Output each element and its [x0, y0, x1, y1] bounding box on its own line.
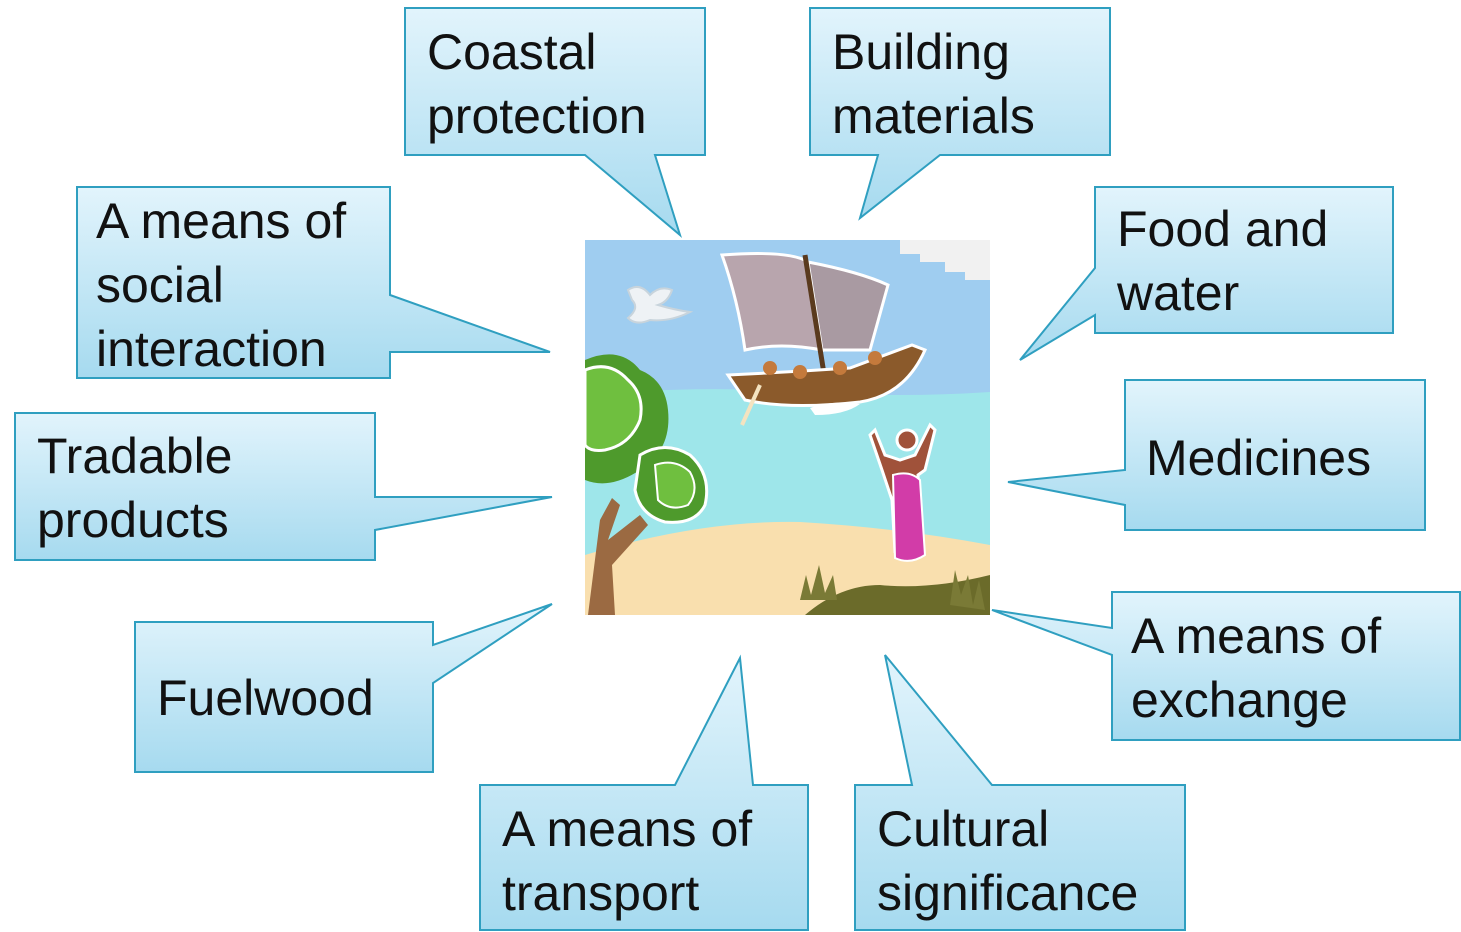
callout-building-materials: Building materials — [832, 20, 1035, 148]
callout-line: exchange — [1131, 672, 1348, 728]
callout-line: Tradable — [37, 428, 233, 484]
callout-line: significance — [877, 865, 1139, 921]
callout-line: Food and — [1117, 201, 1329, 257]
callout-cultural-significance: Cultural significance — [877, 797, 1138, 925]
callout-shapes — [14, 7, 1461, 931]
callout-line: Building — [832, 24, 1010, 80]
callout-tradable-products: Tradable products — [37, 424, 232, 552]
callout-box-medicines — [1007, 379, 1426, 531]
callout-line: interaction — [96, 321, 327, 377]
callout-box-building-materials — [809, 7, 1111, 221]
callout-line: Medicines — [1146, 430, 1372, 486]
callout-line: materials — [832, 88, 1035, 144]
callout-line: A means of — [1131, 608, 1382, 664]
dove-icon — [626, 285, 694, 324]
callout-line: transport — [502, 865, 700, 921]
callout-line: social — [96, 257, 224, 313]
callout-line: water — [1117, 265, 1240, 321]
callout-food-and-water: Food and water — [1117, 197, 1328, 325]
callout-line: Fuelwood — [157, 670, 374, 726]
callout-line: A means of — [96, 193, 347, 249]
callout-box-social-interaction — [76, 186, 551, 379]
callout-fuelwood: Fuelwood — [157, 666, 374, 730]
cloud-icon — [900, 240, 990, 280]
callout-line: Coastal — [427, 24, 597, 80]
callout-social-interaction: A means of social interaction — [96, 189, 346, 381]
coastal-scene-illustration — [585, 240, 990, 615]
tree-icon — [585, 354, 709, 615]
callout-line: products — [37, 492, 229, 548]
callout-coastal-protection: Coastal protection — [427, 20, 647, 148]
callout-line: protection — [427, 88, 647, 144]
callout-means-of-transport: A means of transport — [502, 797, 752, 925]
callout-medicines: Medicines — [1146, 426, 1371, 490]
callout-line: A means of — [502, 801, 753, 857]
callout-box-means-of-transport — [479, 654, 809, 931]
callout-line: Cultural — [877, 801, 1050, 857]
callout-box-fuelwood — [134, 603, 553, 773]
person-icon — [868, 422, 937, 562]
callout-box-means-of-exchange — [991, 591, 1461, 741]
callout-box-coastal-protection — [404, 7, 706, 238]
boat-icon — [719, 252, 928, 426]
callout-means-of-exchange: A means of exchange — [1131, 604, 1381, 732]
callout-box-tradable-products — [14, 412, 553, 561]
callout-box-food-and-water — [1019, 186, 1394, 361]
callout-box-cultural-significance — [854, 654, 1186, 931]
